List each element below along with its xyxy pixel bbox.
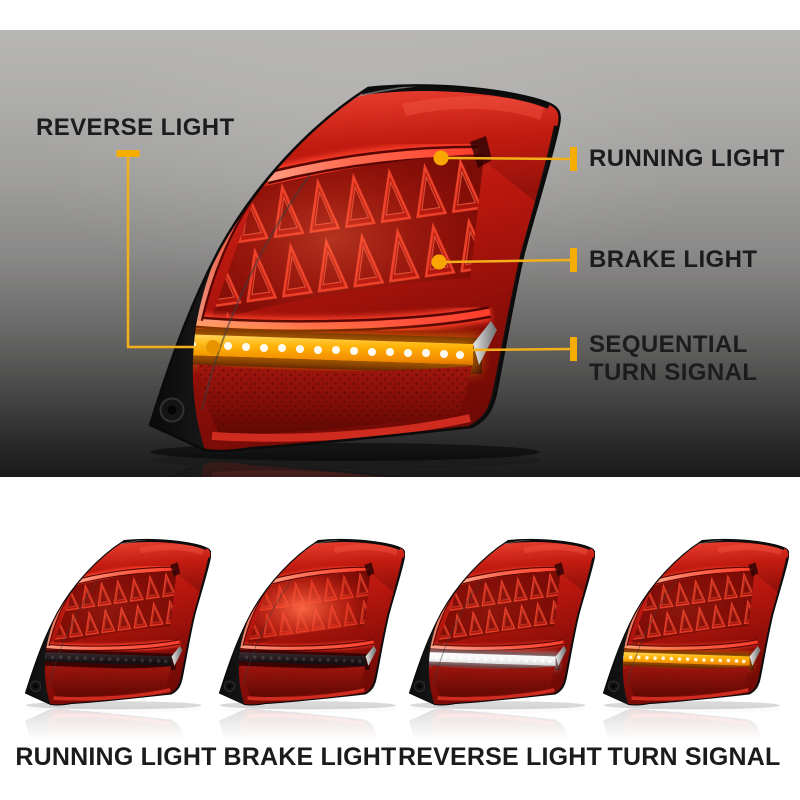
mode-label: REVERSE LIGHT — [397, 743, 603, 771]
brake-light-label: BRAKE LIGHT — [589, 246, 758, 273]
mode-item-turn: TURN SIGNAL — [594, 477, 794, 800]
reverse-light-thumbnail — [405, 537, 595, 746]
sequential-turn-signal-label: SEQUENTIAL TURN SIGNAL — [589, 331, 757, 387]
hero-section: REVERSE LIGHT RUNNING LIGHT BRAKE LIGHT … — [0, 30, 800, 477]
brake-marker-dot — [431, 254, 447, 270]
brake-light-thumbnail — [215, 537, 405, 746]
sequential-label-line1: SEQUENTIAL — [589, 331, 748, 358]
brake-callout-bar — [570, 248, 577, 272]
callout-line-layer — [116, 147, 577, 361]
sequential-label-line2: TURN SIGNAL — [589, 358, 758, 386]
modes-section: RUNNING LIGHT BRAKE LIGHT REVERSE LIGHT … — [0, 477, 800, 800]
mode-label: TURN SIGNAL — [607, 743, 781, 771]
reverse-light-label: REVERSE LIGHT — [36, 114, 235, 141]
mode-item-running: RUNNING LIGHT — [15, 477, 217, 800]
tail-light-photo — [116, 30, 577, 477]
running-callout-line — [446, 156, 571, 161]
reverse-callout-line — [126, 157, 206, 349]
running-light-thumbnail — [21, 537, 211, 746]
reverse-marker-dot — [206, 340, 220, 354]
mode-label: BRAKE LIGHT — [223, 743, 397, 771]
mode-item-brake: BRAKE LIGHT — [210, 477, 410, 800]
running-callout-bar — [570, 147, 577, 171]
sequential-callout-bar — [570, 337, 577, 361]
floor-reflection — [150, 451, 560, 477]
brake-callout-line — [444, 258, 571, 264]
running-light-label: RUNNING LIGHT — [589, 145, 785, 172]
reverse-callout-tbar — [116, 150, 140, 157]
turn-signal-thumbnail — [599, 537, 789, 746]
running-marker-dot — [433, 150, 449, 166]
sequential-callout-line — [471, 347, 571, 352]
mode-item-reverse: REVERSE LIGHT — [397, 477, 603, 800]
mode-label: RUNNING LIGHT — [15, 743, 217, 771]
